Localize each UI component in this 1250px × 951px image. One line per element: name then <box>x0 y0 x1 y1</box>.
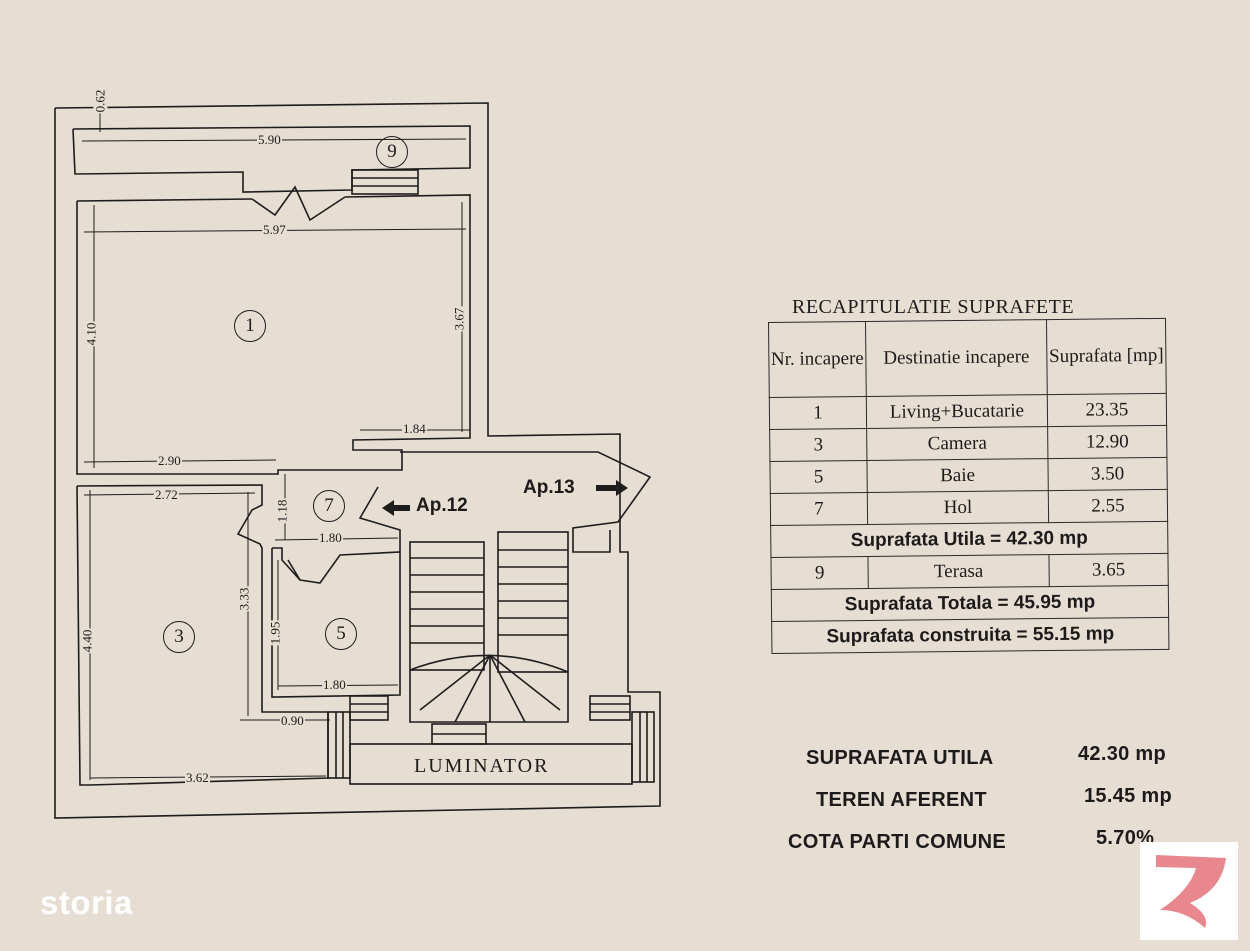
room-marker-5: 5 <box>325 618 357 650</box>
dim-3-33: 3.33 <box>236 586 252 612</box>
cell-area: 12.90 <box>1047 425 1167 459</box>
header-nr: Nr. incapere <box>768 321 867 398</box>
cell-dest: Camera <box>866 426 1048 461</box>
cell-nr: 1 <box>769 396 867 430</box>
room-marker-1: 1 <box>234 310 266 342</box>
summary-utila-label: SUPRAFATA UTILA <box>806 747 994 769</box>
table-title: RECAPITULATIE SUPRAFETE <box>792 296 1075 318</box>
table-row: 1 Living+Bucatarie 23.35 <box>769 393 1167 430</box>
room-1-wall <box>76 198 253 202</box>
dim-1-84: 1.84 <box>402 421 427 436</box>
table-row: 9 Terasa 3.65 <box>770 553 1169 590</box>
room-5-wall <box>271 547 401 698</box>
dim-1-80-top: 1.80 <box>318 530 343 545</box>
cell-dest: Baie <box>866 458 1049 493</box>
dim-0-62: 0.62 <box>92 88 108 114</box>
cell-dest: Terasa <box>867 554 1050 589</box>
summary-teren-value: 15.45 mp <box>1084 785 1173 807</box>
dim-3-62: 3.62 <box>185 770 210 785</box>
sum-utila: Suprafata Utila = 42.30 mp <box>770 521 1168 558</box>
cell-area: 23.35 <box>1047 393 1167 427</box>
outer-wall <box>54 102 661 819</box>
dim-1-80-bottom: 1.80 <box>322 677 347 692</box>
summary-teren-label: TEREN AFERENT <box>816 789 987 811</box>
cell-area: 3.50 <box>1047 457 1168 491</box>
room-marker-3: 3 <box>163 621 195 653</box>
sum-totala: Suprafata Totala = 45.95 mp <box>771 585 1169 622</box>
label-ap13: Ap.13 <box>523 477 575 498</box>
sum-construita-row: Suprafata construita = 55.15 mp <box>771 617 1169 654</box>
hall-wall <box>400 451 652 553</box>
dim-3-67: 3.67 <box>451 306 467 332</box>
room-3-wall <box>76 484 329 786</box>
dim-2-90: 2.90 <box>157 453 182 468</box>
sum-construita: Suprafata construita = 55.15 mp <box>771 617 1169 654</box>
room-marker-9: 9 <box>376 136 408 168</box>
dim-4-10: 4.10 <box>83 321 99 347</box>
sum-utila-row: Suprafata Utila = 42.30 mp <box>770 521 1168 558</box>
dim-2-72: 2.72 <box>154 487 179 502</box>
summary-cota-label: COTA PARTI COMUNE <box>788 831 1007 853</box>
room-marker-7: 7 <box>313 490 345 522</box>
table-row: 5 Baie 3.50 <box>769 457 1168 494</box>
header-destinatie: Destinatie incapere <box>865 319 1048 397</box>
cell-area: 3.65 <box>1048 553 1169 587</box>
dim-1-95: 1.95 <box>267 620 283 646</box>
cell-dest: Living+Bucatarie <box>866 394 1048 429</box>
dim-5-97: 5.97 <box>262 222 287 237</box>
summary-cota-value: 5.70% <box>1096 827 1155 849</box>
storia-watermark: storia <box>40 884 133 921</box>
dim-1-18: 1.18 <box>274 498 290 524</box>
dim-4-40: 4.40 <box>79 628 95 654</box>
table-row: 7 Hol 2.55 <box>770 489 1168 526</box>
sum-totala-row: Suprafata Totala = 45.95 mp <box>771 585 1169 622</box>
cell-dest: Hol <box>867 490 1049 525</box>
dim-0-90: 0.90 <box>280 713 305 728</box>
header-suprafata: Suprafata [mp] <box>1046 318 1167 395</box>
area-table: Nr. incapere Destinatie incapere Suprafa… <box>768 318 1169 654</box>
cell-area: 2.55 <box>1048 489 1168 523</box>
cell-nr: 5 <box>769 460 868 494</box>
bird-logo-icon <box>1156 855 1226 928</box>
label-ap12: Ap.12 <box>416 495 468 516</box>
table-header-row: Nr. incapere Destinatie incapere Suprafa… <box>768 318 1167 398</box>
cell-nr: 7 <box>770 492 868 526</box>
dim-5-90: 5.90 <box>257 132 282 147</box>
cell-nr: 3 <box>769 428 867 462</box>
cell-nr: 9 <box>770 556 869 590</box>
label-luminator: LUMINATOR <box>414 755 550 777</box>
door-swing-1 <box>251 185 346 222</box>
table-row: 3 Camera 12.90 <box>769 425 1167 462</box>
summary-utila-value: 42.30 mp <box>1078 743 1167 765</box>
